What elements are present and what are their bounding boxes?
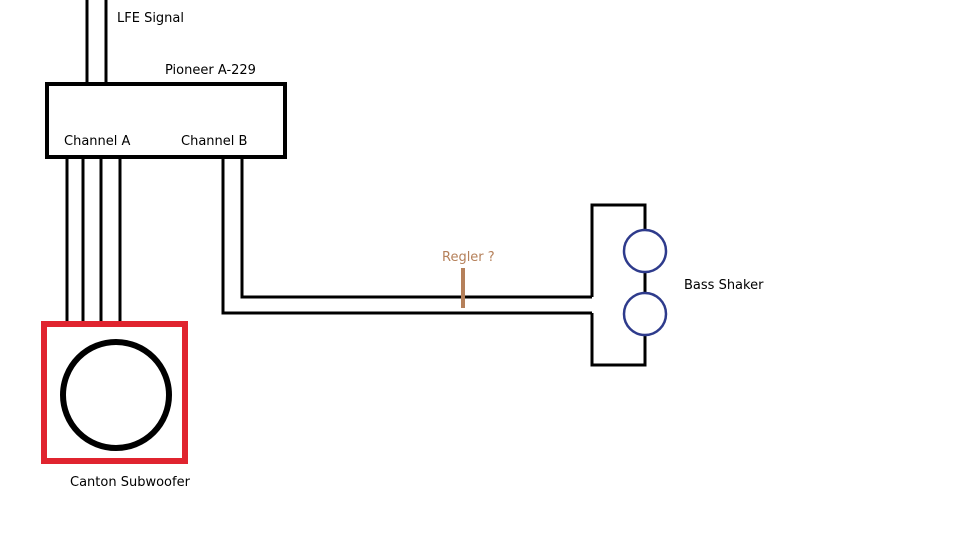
bass-shaker-unit-2: [622, 291, 668, 337]
amplifier-box: [45, 82, 287, 159]
channel-b-wires: [221, 157, 592, 315]
bass-shaker-unit-1: [622, 228, 668, 274]
channel-a-label: Channel A: [64, 134, 131, 149]
regler-label: Regler ?: [442, 250, 495, 265]
lfe-signal-label: LFE Signal: [117, 11, 184, 26]
amplifier-label: Pioneer A-229: [165, 63, 256, 78]
channel-b-label: Channel B: [181, 134, 247, 149]
bass-shaker-label: Bass Shaker: [684, 278, 764, 293]
channel-a-wires: [65, 157, 122, 322]
lfe-signal-wires: [85, 0, 108, 84]
bass-shaker: [590, 203, 668, 367]
subwoofer-cone: [60, 339, 172, 451]
subwoofer-frame: [41, 321, 188, 464]
subwoofer-label: Canton Subwoofer: [70, 475, 191, 490]
